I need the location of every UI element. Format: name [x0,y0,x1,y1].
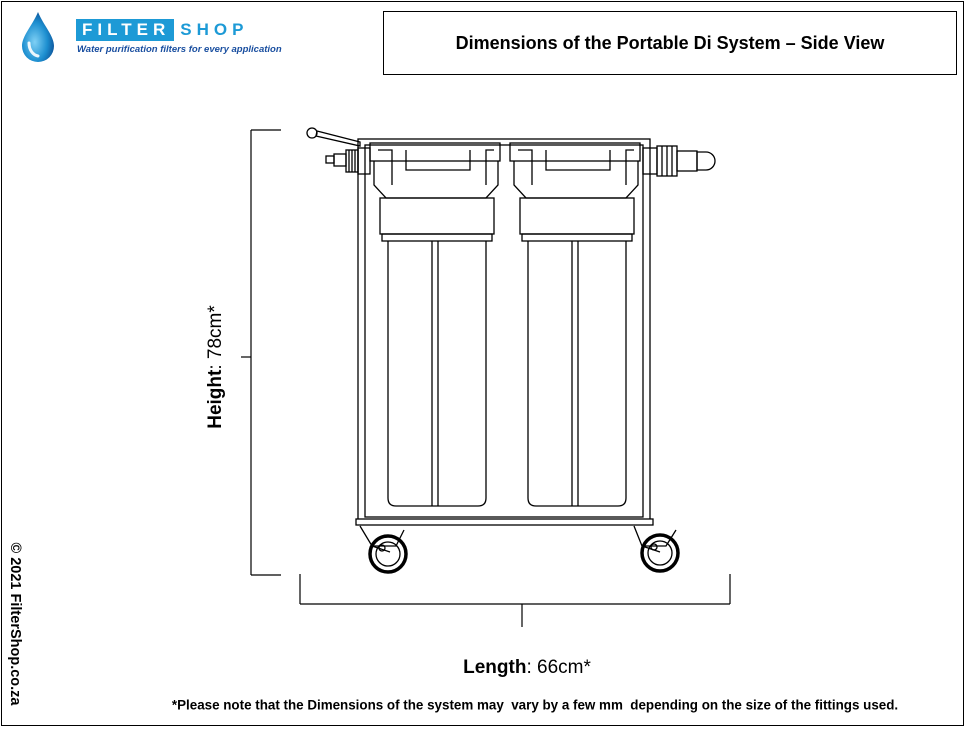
dimensions-footnote: *Please note that the Dimensions of the … [171,697,899,713]
water-drop-icon [22,12,54,62]
handle-lever [306,127,361,147]
filtershop-logo[interactable]: FILTER SHOP Water purification filters f… [18,10,282,66]
inlet-fitting [325,147,371,175]
height-dimension-line [241,129,281,576]
wheel-left [359,525,408,574]
height-value: : 78cm* [205,305,226,370]
logo-tagline: Water purification filters for every app… [77,44,282,55]
length-value: : 66cm* [526,657,591,678]
length-dimension-label: Length: 66cm* [463,657,591,679]
length-dimension-line [299,574,731,627]
logo-brand-filter: FILTER [76,19,175,41]
copyright-notice: © 2021 FilterShop.co.za [7,542,23,706]
filter-housing-right [509,142,641,507]
logo-wordmark: FILTER SHOP [76,19,248,41]
height-label: Height [205,369,226,429]
filter-housing-left [369,142,501,507]
outlet-fitting [642,145,716,177]
height-dimension-label: Height: 78cm* [205,305,227,429]
length-label: Length [463,657,527,678]
page-title: Dimensions of the Portable Di System – S… [455,32,885,53]
title-box: Dimensions of the Portable Di System – S… [383,11,957,75]
wheel-right [633,525,680,573]
cart-frame [355,138,654,526]
logo-brand-shop: SHOP [180,20,249,39]
